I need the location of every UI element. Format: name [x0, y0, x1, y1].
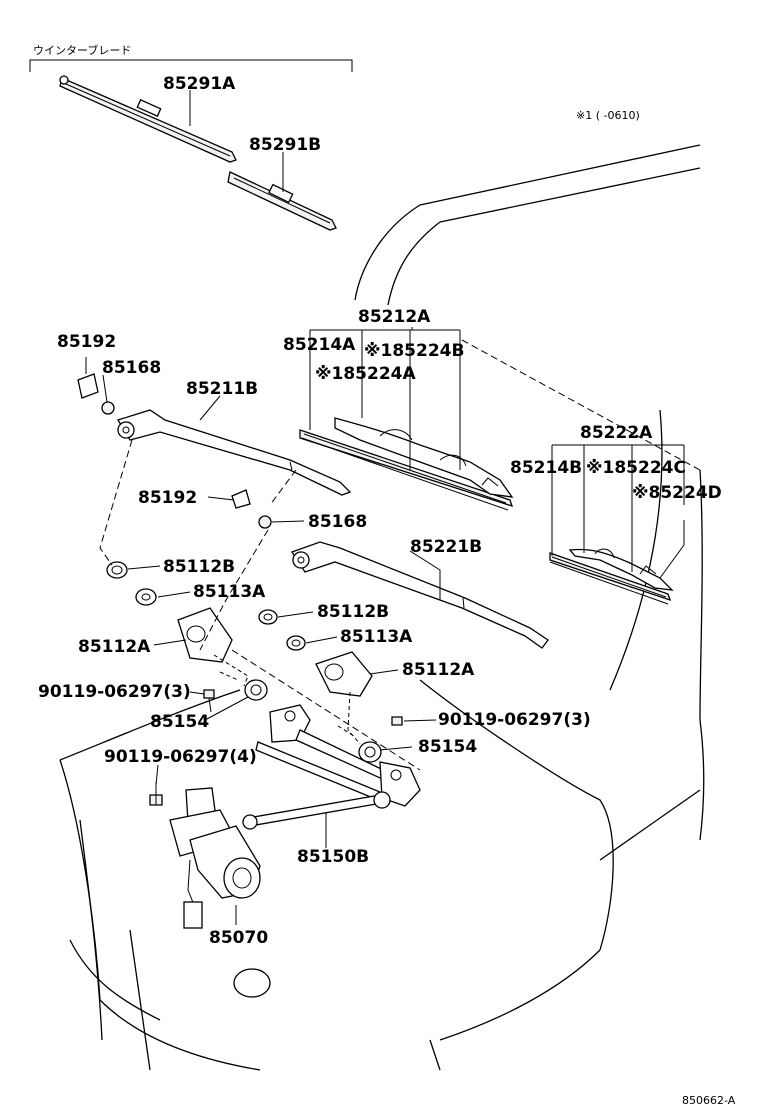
pivot-cover-85112A-b[interactable]	[315, 651, 373, 697]
leader-lines	[85, 90, 441, 925]
label-90119-b[interactable]: 90119-06297(3)	[438, 710, 591, 730]
figure-code: 850662-A	[682, 1094, 736, 1107]
winter-blade-85291A[interactable]	[59, 75, 237, 163]
label-85112B-a[interactable]: 85112B	[163, 557, 235, 577]
bolt-90119-b[interactable]	[391, 716, 403, 726]
label-85224B[interactable]: ※185224B	[364, 341, 464, 361]
nut-85112B-b[interactable]	[258, 609, 278, 625]
washer-85113A-a[interactable]	[135, 588, 157, 606]
winter-blade-85291B[interactable]	[227, 171, 337, 231]
wiper-link-85150B[interactable]	[242, 704, 421, 830]
label-85112A-a[interactable]: 85112A	[78, 637, 151, 657]
label-85113A-a[interactable]: 85113A	[193, 582, 266, 602]
note-label: ※1 ( -0610)	[576, 109, 640, 122]
cap-85192-b[interactable]	[231, 489, 251, 509]
label-85168-b[interactable]: 85168	[308, 512, 367, 532]
label-85070[interactable]: 85070	[209, 928, 268, 948]
label-85113A-b[interactable]: 85113A	[340, 627, 413, 647]
label-90119-a[interactable]: 90119-06297(3)	[38, 682, 191, 702]
assembly-centerlines	[99, 439, 421, 771]
label-85154-a[interactable]: 85154	[150, 712, 209, 732]
wiper-arm-85221B[interactable]	[291, 541, 549, 649]
wiper-blade-85212A[interactable]	[299, 417, 514, 511]
header-labels: ウインターブレード ※1 ( -0610) 850662-A	[33, 43, 736, 1107]
label-85112B-b[interactable]: 85112B	[317, 602, 389, 622]
label-85112A-b[interactable]: 85112A	[402, 660, 475, 680]
label-85211B[interactable]: 85211B	[186, 379, 258, 399]
label-85212A[interactable]: 85212A	[358, 307, 431, 327]
label-90119-c[interactable]: 90119-06297(4)	[104, 747, 257, 767]
label-85214A[interactable]: 85214A	[283, 335, 356, 355]
wiper-arm-85211B[interactable]	[117, 409, 352, 496]
label-85192-a[interactable]: 85192	[57, 332, 116, 352]
nut-85168-a[interactable]	[101, 401, 115, 415]
wiper-motor-85070[interactable]	[169, 787, 261, 929]
label-85291A[interactable]: 85291A	[163, 74, 236, 94]
label-85224A[interactable]: ※185224A	[315, 364, 416, 384]
label-85291B[interactable]: 85291B	[249, 135, 321, 155]
pivot-cover-85112A-a[interactable]	[177, 607, 233, 663]
label-85224D[interactable]: ※85224D	[632, 483, 722, 503]
label-85214B[interactable]: 85214B	[510, 458, 582, 478]
grommet-85154-a[interactable]	[244, 679, 268, 701]
label-85150B[interactable]: 85150B	[297, 847, 369, 867]
washer-85113A-b[interactable]	[286, 635, 306, 651]
label-85221B[interactable]: 85221B	[410, 537, 482, 557]
cap-85192-a[interactable]	[77, 373, 99, 399]
label-85224C[interactable]: ※185224C	[586, 458, 686, 478]
leader-85222A-group	[551, 444, 685, 579]
bolt-90119-a[interactable]	[203, 689, 215, 713]
vehicle-body-outline	[59, 144, 705, 1071]
label-85222A[interactable]: 85222A	[580, 423, 653, 443]
leader-85212A-group	[309, 327, 461, 470]
wiper-blade-85222A[interactable]	[549, 548, 674, 605]
bolt-90119-c[interactable]	[149, 782, 163, 806]
nut-85168-b[interactable]	[258, 515, 272, 529]
part-number-labels: 85291A 85291B 85212A 85214A ※185224B ※18…	[38, 74, 722, 948]
winter-blade-bracket	[29, 59, 353, 72]
nut-85112B-a[interactable]	[106, 561, 128, 579]
grommet-85154-b[interactable]	[358, 741, 382, 763]
label-85168-a[interactable]: 85168	[102, 358, 161, 378]
label-85154-b[interactable]: 85154	[418, 737, 477, 757]
label-85192-b[interactable]: 85192	[138, 488, 197, 508]
category-label: ウインターブレード	[33, 43, 131, 57]
